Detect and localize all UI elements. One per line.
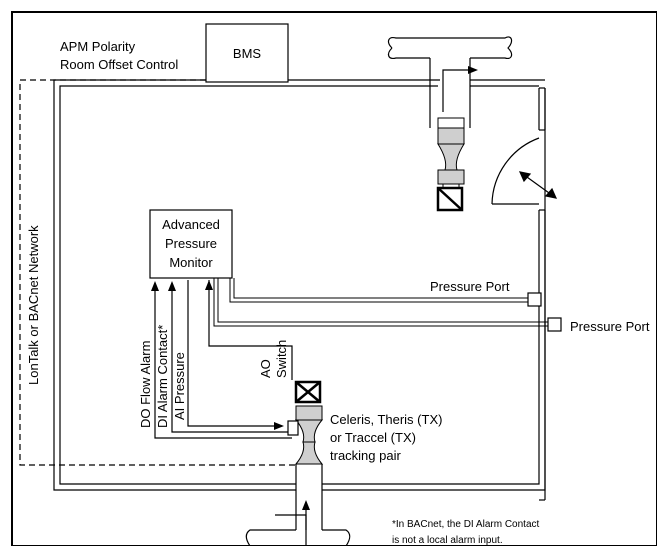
- signal-ai-label: AI Pressure: [172, 352, 187, 420]
- exhaust-diffuser-icon: [436, 186, 464, 212]
- signal-arrows: [151, 280, 284, 430]
- supply-valve: [287, 405, 324, 465]
- network-label: LonTalk or BACnet Network: [26, 225, 41, 385]
- network-line: [19, 79, 296, 466]
- apm-box: [149, 209, 233, 279]
- bms-box-label: BMS: [233, 46, 262, 61]
- room-walls: [53, 79, 546, 501]
- signal-do-label: DO Flow Alarm: [138, 341, 153, 428]
- figure-border: [11, 11, 657, 547]
- signal-di-label: DI Alarm Contact*: [155, 325, 170, 428]
- bms-box: [205, 23, 289, 83]
- bms-title-line2: Room Offset Control: [60, 57, 178, 72]
- valve-label-line2: or Traccel (TX): [330, 430, 416, 445]
- bms-title-line1: APM Polarity: [60, 39, 136, 54]
- pressure-port-inner-label: Pressure Port: [430, 279, 510, 294]
- valve-label-line1: Celeris, Theris (TX): [330, 412, 442, 427]
- supply-diffuser-icon: [294, 380, 322, 404]
- footnote-line1: *In BACnet, the DI Alarm Contact: [392, 519, 540, 530]
- signal-ao-label-2: Switch: [274, 340, 289, 378]
- valve-label-line3: tracking pair: [330, 448, 401, 463]
- supply-duct: [245, 464, 351, 547]
- exhaust-duct: [387, 36, 513, 128]
- exhaust-arrow: [468, 66, 478, 74]
- pressure-tubing: [213, 278, 548, 327]
- apm-line3: Monitor: [169, 255, 213, 270]
- pressure-port-outer-label: Pressure Port: [570, 319, 650, 334]
- supply-arrow: [302, 500, 310, 510]
- exhaust-valve: [437, 117, 465, 188]
- signal-lines: [154, 280, 293, 439]
- footnote-line2: is not a local alarm input.: [392, 535, 503, 546]
- pressure-port-inner: [527, 292, 542, 307]
- apm-line1: Advanced: [162, 217, 220, 232]
- door-swing: [491, 137, 558, 205]
- signal-ao-label-1: AO: [258, 359, 273, 378]
- apm-line2: Pressure: [165, 236, 217, 251]
- pressure-port-outer: [547, 317, 562, 332]
